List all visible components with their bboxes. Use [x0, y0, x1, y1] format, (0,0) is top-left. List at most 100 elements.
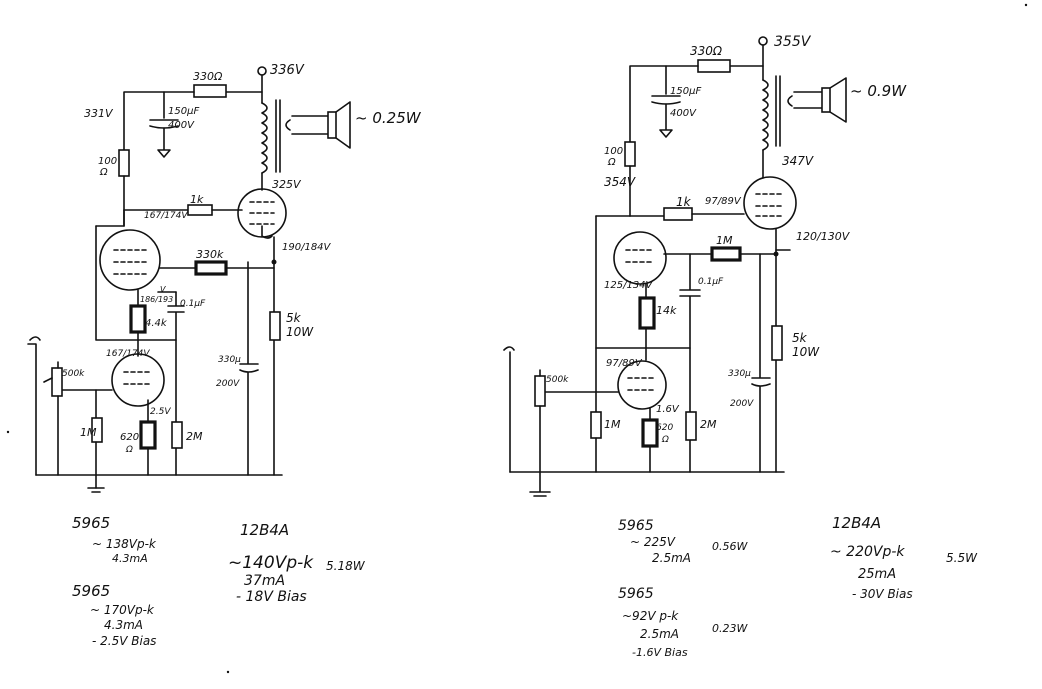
right-schematic: [503, 36, 847, 497]
right-label-v-grid-out: 97/89V: [705, 196, 742, 207]
left-label-r-supply: 330Ω: [193, 70, 223, 83]
right-r1m: [590, 411, 602, 439]
left-r5k: [269, 311, 281, 341]
right-label-r-supply: 330Ω: [690, 44, 723, 58]
right-note-tube-out-l3: - 30V Bias: [852, 587, 913, 601]
left-label-v-grid-drv: 167/174V: [144, 211, 188, 221]
left-output-tube: [237, 188, 287, 238]
left-schematic: [27, 66, 351, 493]
left-label-r1m: 1M: [80, 426, 97, 439]
right-supply-terminal: [758, 36, 768, 46]
left-r330-supply: [193, 84, 227, 98]
left-label-cap330-v: 200V: [216, 379, 240, 389]
right-label-r5k: 5k: [792, 331, 808, 345]
left-r4k4: [129, 304, 147, 334]
right-note-tube-out-l2: 25mA: [858, 567, 896, 582]
left-label-pot500k: 500k: [62, 369, 85, 379]
right-r14k: [638, 296, 656, 330]
left-label-r100-unit: Ω: [99, 167, 108, 178]
right-note-tube-out: 12B4A: [832, 514, 881, 532]
right-driver-tube: [613, 231, 667, 285]
right-r1m-fb: [710, 246, 742, 262]
right-label-r5k-w: 10W: [792, 345, 820, 359]
right-r100: [624, 141, 636, 167]
right-note-tube-b-l1: ~92V p-k: [622, 609, 679, 623]
left-driver-tube: [99, 229, 161, 291]
right-input-tube: [617, 360, 667, 410]
left-speaker-icon: [335, 101, 351, 149]
right-r330-supply: [697, 59, 731, 73]
left-label-r330k: 330k: [196, 248, 224, 261]
right-note-tube-a-l1: ~ 225V: [630, 535, 676, 549]
right-r2m: [685, 411, 697, 441]
right-label-cap01: 0.1μF: [698, 277, 724, 287]
right-output-tube: [743, 176, 797, 230]
left-label-r2m: 2M: [186, 430, 203, 443]
right-label-output-power: ~ 0.9W: [850, 82, 907, 100]
left-r1m: [91, 417, 103, 443]
left-label-cap-filter: 150μF: [168, 106, 199, 117]
left-label-cap330: 330μ: [218, 355, 241, 365]
left-note-tube-out-pwr: 5.18W: [326, 559, 366, 573]
right-label-v-plate-drv: 125/134V: [604, 280, 654, 291]
right-label-r1m: 1M: [604, 418, 621, 431]
left-r2m: [171, 421, 183, 449]
right-label-r1m-fb: 1M: [716, 234, 733, 247]
left-label-cap-filter-volt: 400V: [168, 120, 195, 131]
right-note-tube-out-l1: ~ 220Vp-k: [830, 544, 905, 560]
left-pot-500k: [51, 367, 63, 397]
right-note-tube-a: 5965: [618, 518, 654, 534]
left-note-tube-b-l3: - 2.5V Bias: [92, 634, 156, 648]
left-label-v-supply: 336V: [270, 63, 305, 78]
right-label-r1k: 1k: [676, 195, 692, 209]
right-pot-500k: [534, 375, 546, 407]
left-label-v-cathode-in: 2.5V: [150, 407, 171, 417]
left-label-r5k-w: 10W: [286, 325, 314, 339]
left-r620: [139, 420, 157, 450]
right-label-v-cathode-in: 1.6V: [656, 404, 680, 415]
left-note-tube-b-l1: ~ 170Vp-k: [90, 603, 155, 617]
left-label-v-cathode-out: 190/184V: [282, 242, 332, 253]
left-labels: 336V 330Ω 331V 150μF 400V ~ 0.25W 100 Ω …: [62, 63, 422, 455]
right-notes: 5965 ~ 225V 2.5mA 0.56W 5965 ~92V p-k 2.…: [618, 514, 978, 659]
left-note-tube-b-l2: 4.3mA: [104, 618, 143, 632]
left-note-tube-a-l2: 4.3mA: [112, 552, 148, 565]
left-note-tube-out: 12B4A: [240, 521, 289, 539]
left-note-tube-a-l1: ~ 138Vp-k: [92, 537, 157, 551]
right-r620: [641, 418, 659, 448]
right-note-tube-b-l2: 2.5mA: [640, 627, 679, 641]
left-r1k: [187, 204, 213, 216]
left-label-v-in-plate: 167/174V: [106, 349, 150, 359]
left-note-tube-a: 5965: [72, 514, 110, 532]
left-label-r4k4: 4.4k: [145, 318, 168, 329]
left-label-r1k: 1k: [190, 193, 204, 206]
right-label-v-node: 354V: [604, 175, 636, 189]
right-label-v-cathode-out: 120/130V: [796, 230, 851, 243]
left-speaker-coil: [327, 111, 337, 139]
right-label-r100: 100: [604, 146, 623, 157]
left-note-tube-b: 5965: [72, 582, 110, 600]
right-speaker-coil: [821, 87, 831, 113]
right-r5k: [771, 325, 783, 361]
left-label-v-plate-drv-unit: V: [160, 285, 166, 294]
left-label-r100: 100: [98, 156, 117, 167]
left-r100: [118, 149, 130, 177]
right-label-v-in-plate: 97/89V: [606, 358, 643, 369]
right-note-tube-b-pwr: 0.23W: [712, 622, 748, 635]
right-label-v-plate-out: 347V: [782, 154, 814, 168]
left-note-tube-out-l3: - 18V Bias: [236, 589, 307, 605]
right-note-tube-a-pwr: 0.56W: [712, 540, 748, 553]
left-r330k: [194, 260, 228, 276]
right-speaker-icon: [829, 77, 847, 123]
right-label-cap330-v: 200V: [730, 399, 754, 409]
right-note-tube-out-pwr: 5.5W: [946, 551, 978, 565]
left-label-output-power: ~ 0.25W: [355, 109, 422, 127]
right-label-v-supply: 355V: [774, 34, 812, 50]
right-label-r100-unit: Ω: [607, 157, 616, 168]
left-label-v-plate-out: 325V: [272, 178, 302, 191]
right-note-tube-b: 5965: [618, 586, 654, 602]
right-r1k: [663, 207, 693, 221]
left-input-tube: [111, 353, 165, 407]
left-label-v-node: 331V: [84, 107, 114, 120]
